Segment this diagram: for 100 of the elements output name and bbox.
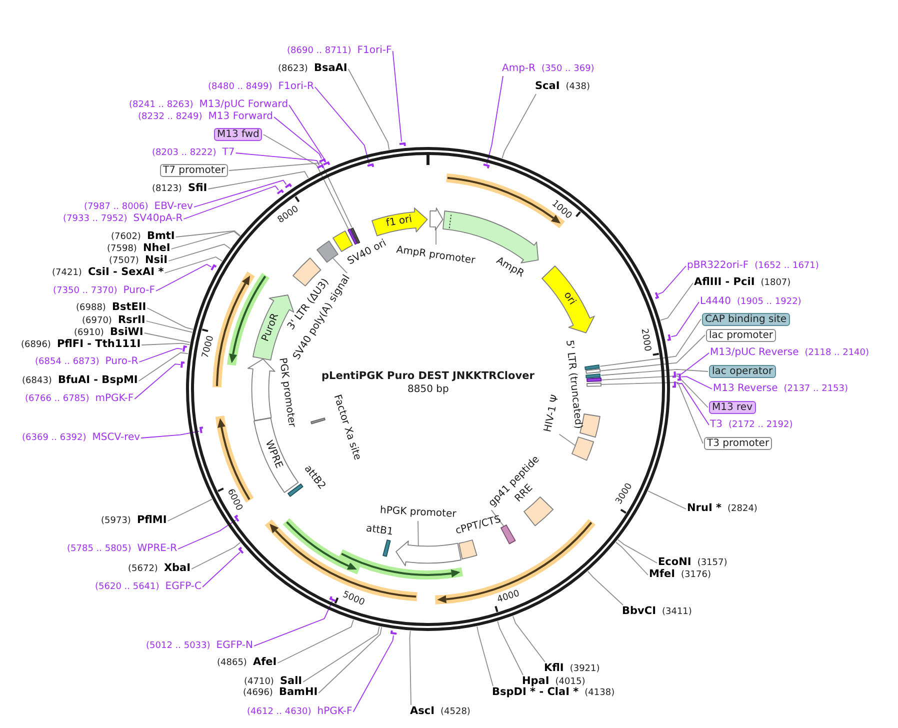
site-position: (7421) (52, 268, 82, 279)
primer-position: (6369 .. 6392) (22, 433, 86, 444)
leader-line (512, 616, 546, 662)
feature-mark (586, 382, 602, 388)
feature-tag: T7 promoter (160, 164, 228, 177)
ruler-number: 6000 (225, 488, 244, 513)
feature-tag: lac operator (709, 365, 776, 378)
ruler-number: 5000 (341, 590, 366, 608)
leader-line (141, 342, 190, 346)
leader-line (191, 542, 241, 570)
enzyme-name: HpaI (522, 676, 550, 687)
leader-line (670, 302, 700, 338)
site-position: (3157) (697, 558, 728, 569)
primer-name: MSCV-rev (92, 432, 140, 443)
leader-line (318, 626, 382, 694)
site-position: (6910) (74, 328, 104, 339)
leader-line (235, 152, 320, 166)
feature-label: 5' LTR (truncated) (563, 340, 584, 430)
enzyme-name: AflIII - PciI (694, 277, 755, 288)
primer-name: M13/pUC Reverse (710, 347, 799, 358)
primer-position: (7933 .. 7952) (63, 214, 128, 225)
leader-line (600, 368, 708, 376)
site-position: (3921) (570, 664, 600, 675)
enzyme-name: SalI (280, 676, 302, 687)
leader-line (648, 490, 686, 510)
enzyme-name: NheI (142, 243, 170, 254)
enzyme-name: BfuAI - BspMI (58, 375, 138, 386)
primer-name: EGFP-C (165, 581, 202, 592)
primer-name: Puro-F (123, 285, 156, 296)
primer-name: hPGK-F (317, 706, 352, 717)
leader-line (352, 634, 394, 712)
leader-line (274, 116, 322, 160)
leader-line (558, 434, 576, 446)
primer-site-mark (180, 360, 186, 369)
ruler-number: 2000 (638, 328, 652, 352)
enzyme-name: BsiWI (110, 327, 144, 338)
feature-label: AmpR promoter (396, 245, 476, 267)
leader-line (146, 308, 194, 330)
primer-site-mark (210, 264, 218, 272)
feature-label: hPGK promoter (380, 506, 456, 520)
primer-position: (6766 .. 6785) (25, 394, 90, 405)
primer-name: M13/pUC Forward (199, 99, 288, 110)
primer-name: mPGK-F (95, 393, 134, 404)
site-position: (4865) (217, 658, 247, 669)
leader-line (676, 383, 710, 426)
site-position: (4696) (243, 688, 273, 699)
primer-name: M13 Forward (208, 111, 274, 122)
primer-name: EBV-rev (154, 201, 193, 212)
feature-mark (584, 364, 601, 371)
leader-line (302, 626, 380, 682)
leader-line (146, 320, 193, 333)
feature-block (571, 436, 595, 461)
leader-line (418, 520, 419, 547)
leader-line (228, 162, 352, 228)
enzyme-name: AscI (410, 706, 435, 717)
enzyme-name: BstEII (112, 302, 146, 313)
enzyme-name: RsrII (118, 315, 146, 326)
leader-line (601, 382, 704, 444)
feature-label: PGK promoter (276, 358, 298, 428)
feature-tag: T3 promoter (704, 437, 772, 450)
leader-line (164, 256, 222, 274)
primer-position: (2137 .. 2153) (784, 384, 848, 395)
primer-name: M13 Reverse (713, 383, 778, 394)
primer-position: (2172 .. 2192) (728, 420, 793, 431)
feature-label: f1 ori (386, 214, 414, 230)
leader-line (676, 352, 710, 375)
primer-name: WPRE-R (137, 543, 178, 554)
leader-line (392, 50, 402, 142)
leader-line (288, 104, 326, 163)
primer-site-mark (322, 161, 332, 167)
leader-line (332, 258, 348, 274)
leader-line (168, 244, 231, 262)
leader-line (314, 86, 370, 164)
leader-line (175, 230, 241, 238)
site-position: (4710) (244, 677, 274, 688)
site-position: (7598) (107, 244, 137, 255)
leader-line (254, 600, 333, 646)
enzyme-name: KflI (544, 663, 564, 674)
enzyme-name: MfeI (649, 569, 676, 580)
site-position: (438) (566, 82, 590, 93)
feature-mark (350, 226, 361, 244)
feature-mark (585, 372, 602, 379)
feature-block (428, 207, 444, 232)
primer-name: Puro-R (105, 356, 138, 367)
enzyme-name: SfiI (188, 183, 208, 194)
primer-position: (350 .. 369) (542, 64, 594, 75)
leader-line (658, 266, 686, 295)
primer-position: (8203 .. 8222) (152, 148, 216, 159)
primer-site-mark (234, 514, 240, 523)
leader-line (138, 352, 189, 382)
primer-name: T7 (222, 147, 235, 158)
site-position: (7507) (109, 256, 139, 267)
primer-site-mark (676, 372, 682, 382)
site-position: (6970) (82, 316, 112, 327)
primer-position: (6854 .. 6873) (35, 357, 100, 368)
primer-name: SV40pA-R (133, 213, 183, 224)
site-position: (5672) (128, 564, 158, 575)
site-position: (4015) (555, 677, 586, 687)
leader-line (202, 552, 241, 588)
leader-line (587, 570, 624, 606)
